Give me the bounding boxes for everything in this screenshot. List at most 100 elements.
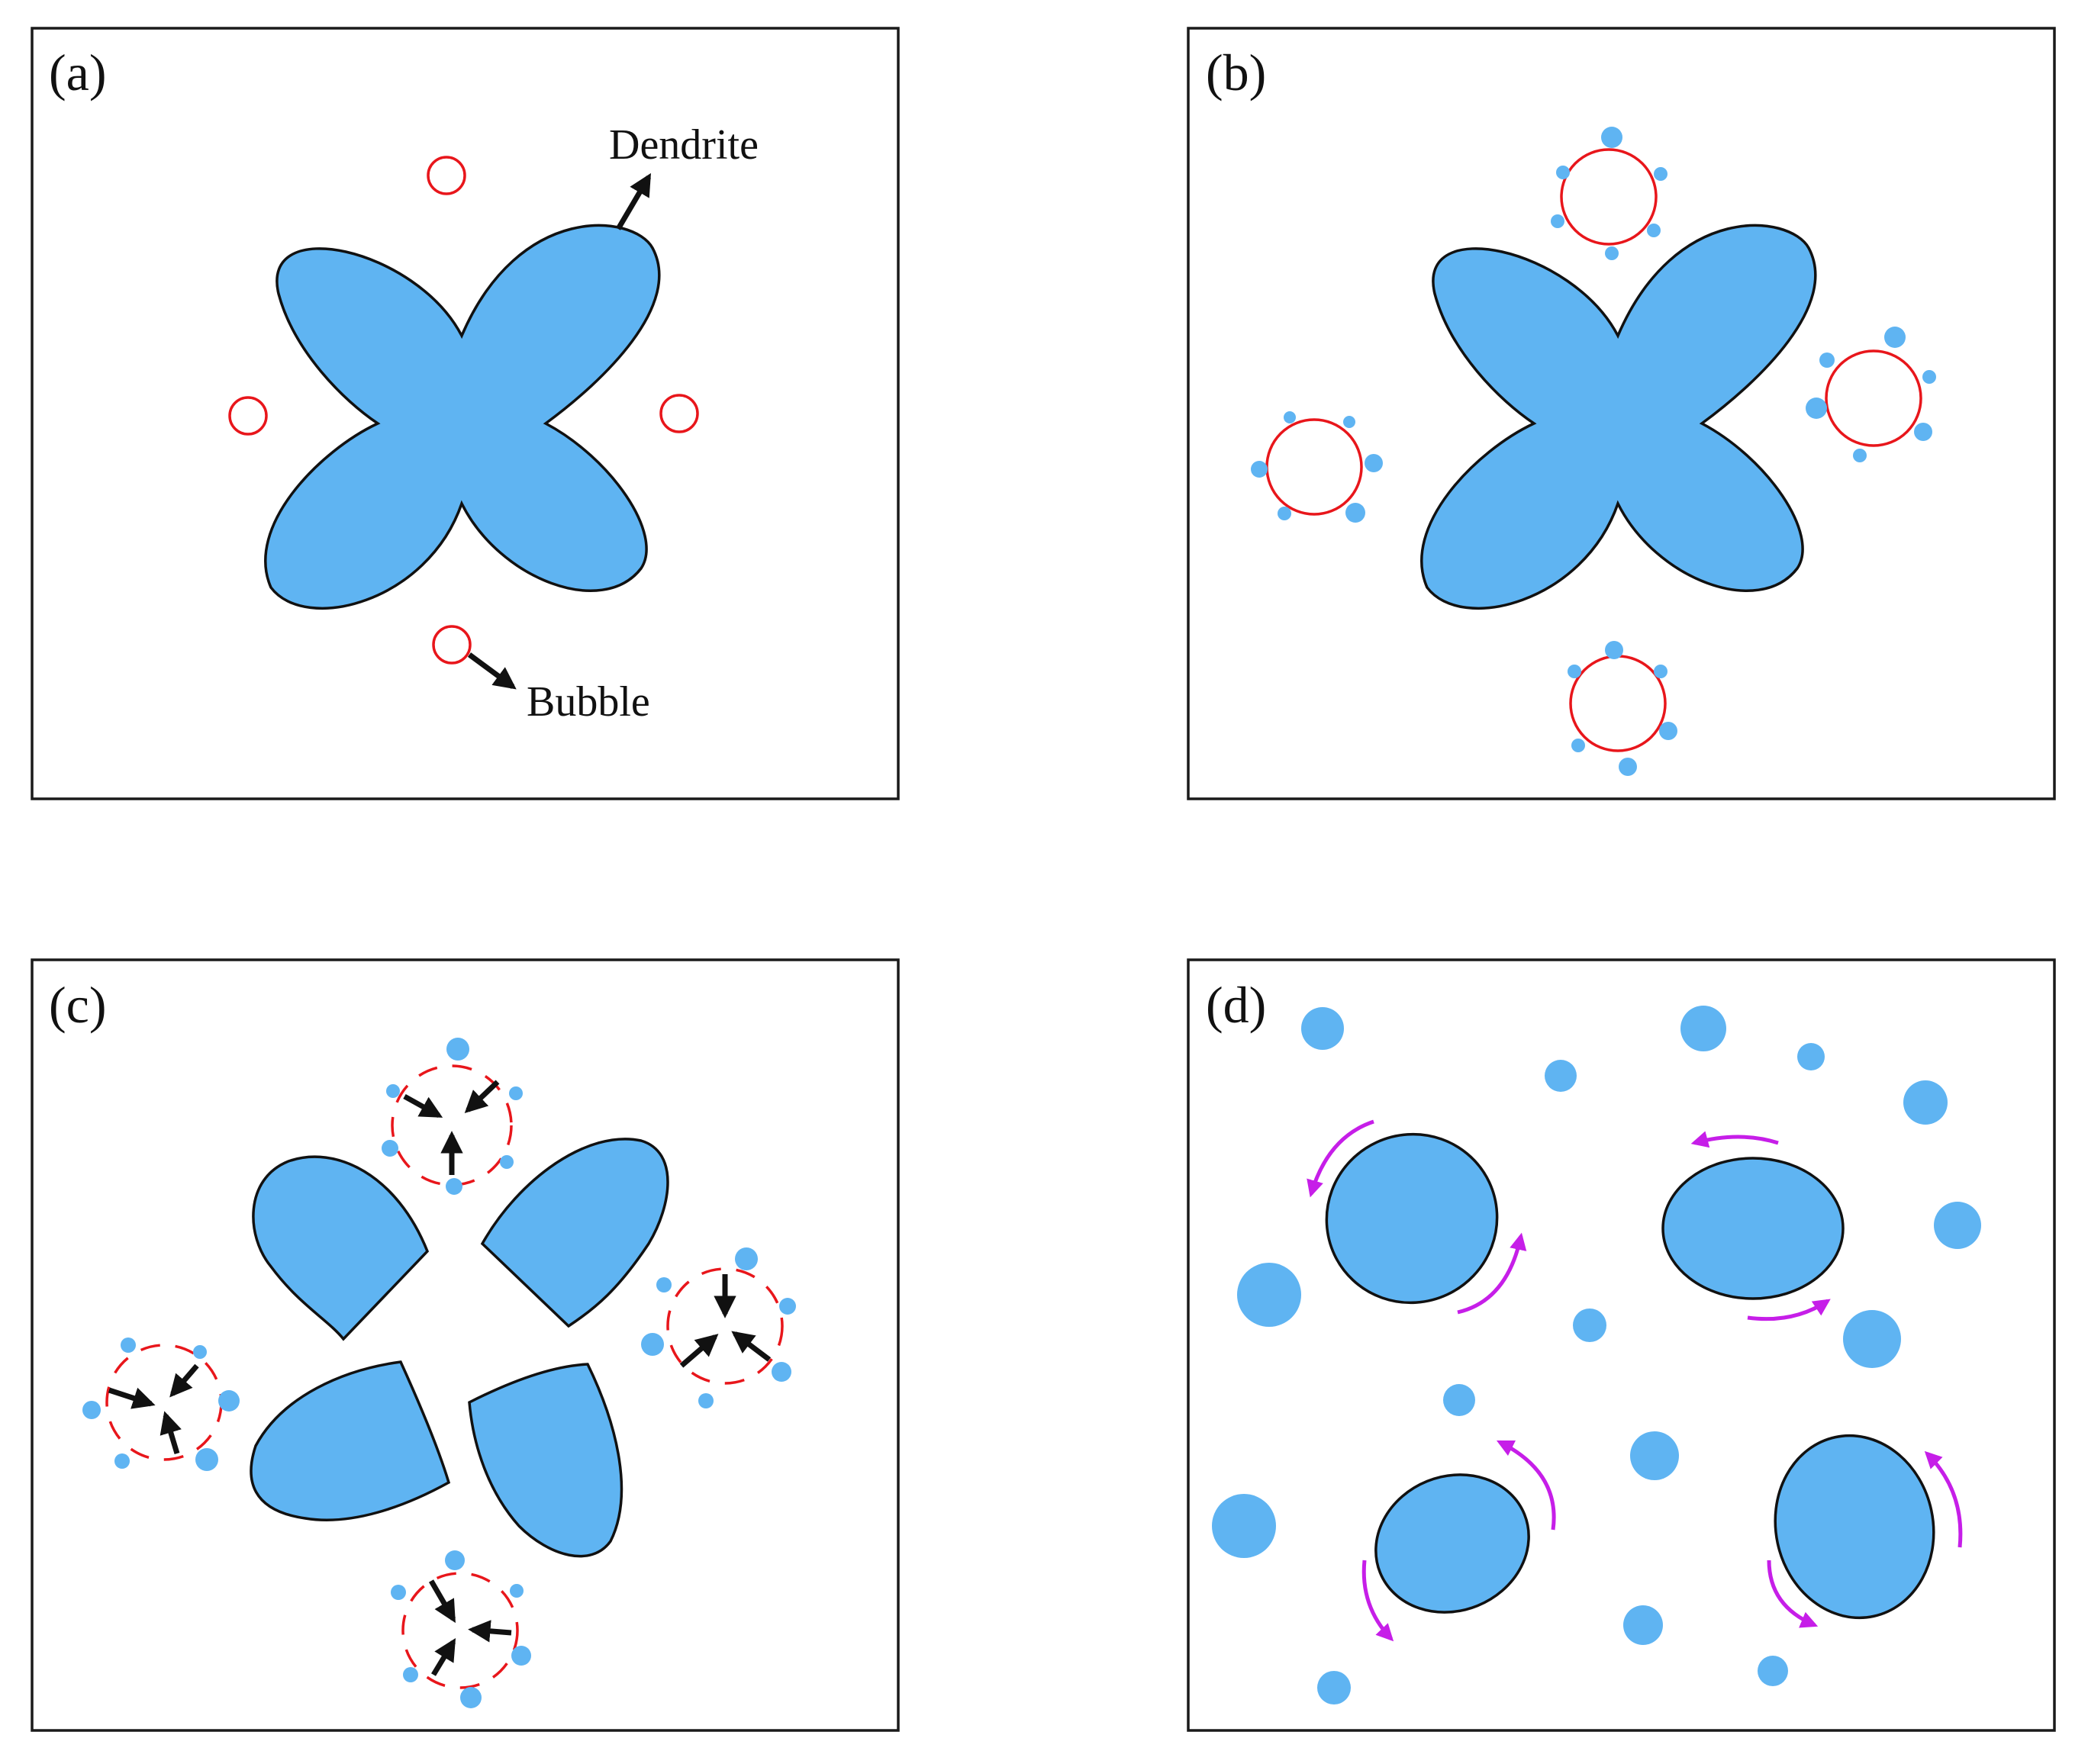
rotation-icon	[1307, 1119, 1374, 1198]
droplet	[1806, 398, 1827, 419]
droplet	[403, 1667, 418, 1682]
droplet	[1819, 352, 1835, 368]
droplet	[114, 1453, 130, 1469]
dendrite-pointer-arrow	[615, 172, 652, 230]
droplet	[1630, 1431, 1679, 1480]
droplet	[1619, 758, 1637, 776]
droplet	[382, 1140, 398, 1157]
dendrite-fragment-bottom-left	[250, 1360, 451, 1521]
collapse-arrow-icon	[464, 1080, 500, 1114]
droplet	[446, 1038, 469, 1061]
droplet	[1647, 224, 1661, 237]
droplet	[656, 1277, 672, 1292]
panel-a: (a) Dendrite Bubble	[31, 27, 900, 800]
droplet	[509, 1086, 523, 1100]
droplet	[1853, 449, 1867, 462]
droplet	[193, 1345, 207, 1359]
bubble-icon	[1825, 349, 1922, 447]
panel-b: (b)	[1187, 27, 2056, 800]
droplet	[1556, 166, 1570, 179]
droplet	[1237, 1263, 1301, 1327]
droplet	[1551, 214, 1564, 228]
droplet	[1654, 167, 1668, 181]
bubble-with-droplets	[1551, 127, 1668, 260]
collapse-arrow-icon	[731, 1331, 772, 1362]
dendrite-callout: Dendrite	[609, 121, 759, 169]
droplet	[510, 1584, 524, 1598]
dendrite-fragment-bottom-right	[468, 1363, 624, 1558]
bubble-with-droplets	[1568, 641, 1677, 776]
dendrite-icon	[1420, 224, 1817, 610]
droplet	[1301, 1007, 1344, 1050]
droplet	[1573, 1309, 1606, 1342]
collapse-arrow-icon	[108, 1387, 156, 1409]
droplet	[1884, 327, 1906, 348]
rounded-grains	[1325, 1132, 1935, 1620]
panel-d-label: (d)	[1206, 976, 1266, 1034]
droplet	[1278, 507, 1291, 520]
rotation-icon	[1767, 1560, 1819, 1628]
bubble-icon	[659, 394, 699, 433]
collapse-arrow-icon	[679, 1334, 719, 1368]
bubble-icon	[401, 1572, 519, 1689]
panel-c: (c)	[31, 958, 900, 1732]
droplet	[391, 1585, 406, 1600]
bubble-callout: Bubble	[527, 678, 650, 726]
grain-top-right	[1661, 1157, 1845, 1300]
bubble-icon	[1560, 148, 1658, 246]
collapsing-bubble	[82, 1337, 240, 1471]
droplet	[445, 1550, 465, 1570]
collapsing-bubble	[382, 1038, 523, 1195]
rotation-arrows	[1307, 1119, 1963, 1642]
droplet	[195, 1448, 218, 1471]
rotation-icon	[1457, 1232, 1527, 1315]
bubble-pointer-arrow	[467, 652, 517, 690]
bubble-with-droplets	[1251, 411, 1383, 523]
droplet	[735, 1247, 758, 1270]
droplet	[1212, 1494, 1276, 1558]
droplet	[1365, 454, 1383, 472]
droplet	[1443, 1384, 1475, 1416]
panel-a-label: (a)	[49, 43, 106, 101]
rotation-icon	[1924, 1450, 1963, 1548]
rotation-icon	[1496, 1440, 1556, 1531]
rotation-icon	[1690, 1131, 1779, 1148]
dendrite-fragment-top-right	[480, 1138, 669, 1328]
collapsing-bubble	[391, 1550, 531, 1708]
droplet	[218, 1390, 240, 1412]
droplet	[1934, 1202, 1981, 1249]
collapse-arrow-icon	[428, 1579, 456, 1624]
droplet	[386, 1084, 400, 1098]
droplet	[1545, 1060, 1577, 1092]
grain-bottom-left	[1374, 1473, 1530, 1614]
collapse-arrow-icon	[169, 1363, 199, 1398]
collapse-arrow-icon	[431, 1637, 456, 1676]
bubble-icon	[391, 1064, 513, 1186]
collapse-arrow-icon	[160, 1411, 182, 1455]
droplet	[1601, 127, 1622, 148]
panel-d: (d)	[1187, 958, 2056, 1732]
rotation-icon	[1747, 1299, 1831, 1321]
droplet	[1659, 722, 1677, 740]
panel-b-label: (b)	[1206, 43, 1266, 101]
droplet	[121, 1337, 136, 1353]
droplet	[511, 1646, 531, 1666]
droplet	[1343, 416, 1355, 428]
droplet	[1922, 370, 1936, 384]
droplet	[460, 1687, 482, 1708]
grain-top-left	[1325, 1132, 1499, 1305]
droplet	[641, 1333, 664, 1356]
droplet	[1654, 665, 1668, 678]
droplet	[1571, 739, 1585, 752]
droplet	[82, 1401, 101, 1419]
collapse-arrow-icon	[468, 1620, 512, 1643]
droplet	[1284, 411, 1296, 423]
collapse-arrow-icon	[403, 1093, 443, 1119]
dendrite-shape	[1420, 224, 1817, 610]
bubble-with-droplets	[1806, 327, 1936, 462]
droplet	[1317, 1671, 1351, 1704]
droplet	[1623, 1605, 1663, 1645]
dendrite-fragment-top-left	[252, 1155, 430, 1341]
droplet	[1345, 503, 1365, 523]
